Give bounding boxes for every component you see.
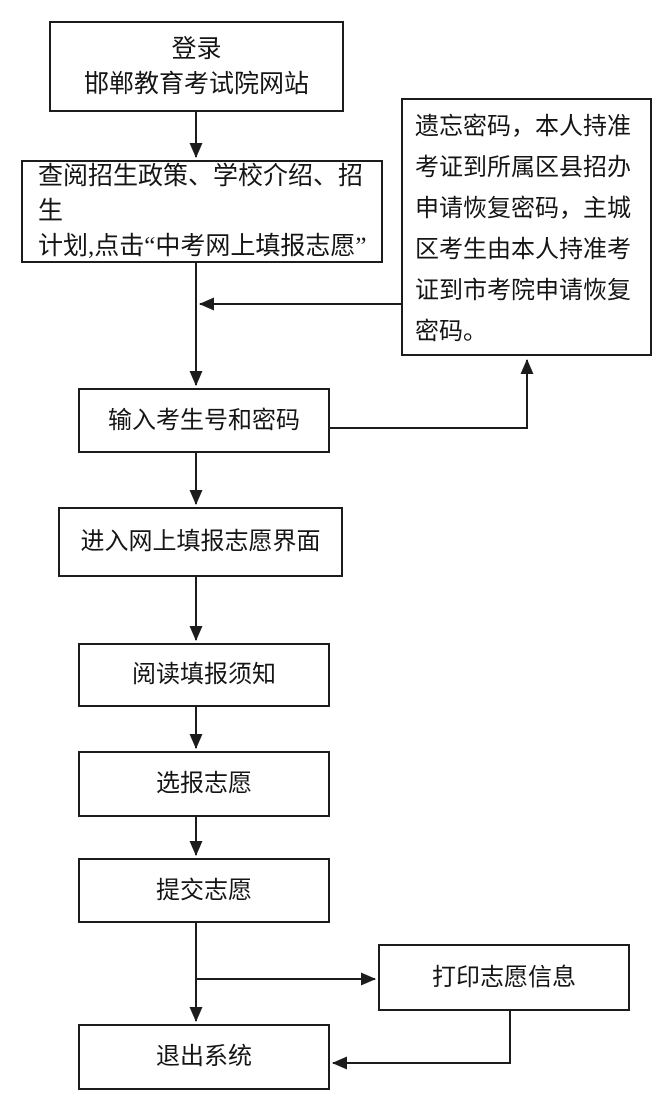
node-exit-system: 退出系统 (78, 1024, 330, 1090)
node-read-instructions: 阅读填报须知 (78, 643, 330, 707)
node-login: 登录 邯郸教育考试院网站 (49, 21, 344, 112)
node-forgot-password-note: 遗忘密码，本人持准 考证到所属区县招办 申请恢复密码，主城 区考生由本人持准考 … (401, 98, 652, 356)
node-enter-interface: 进入网上填报志愿界面 (58, 507, 343, 577)
node-browse-policies: 查阅招生政策、学校介绍、招生 计划,点击“中考网上填报志愿” (21, 160, 383, 263)
arrow-print-to-exit (332, 1011, 511, 1070)
node-submit-preferences: 提交志愿 (78, 858, 330, 923)
node-print-info: 打印志愿信息 (378, 944, 630, 1011)
arrow-credentials-to-forgot (330, 359, 534, 429)
node-select-preferences: 选报志愿 (78, 751, 330, 817)
node-enter-credentials: 输入考生号和密码 (78, 388, 330, 453)
